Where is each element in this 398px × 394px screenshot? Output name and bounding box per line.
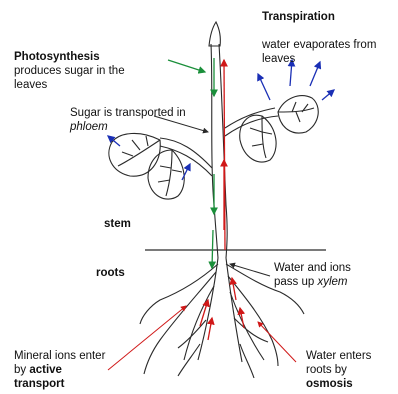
transpiration-title: Transpiration	[262, 11, 335, 25]
xylem-term: xylem	[317, 276, 347, 288]
xylem-desc-line1: Water and ions	[274, 262, 351, 276]
mineral-desc-prefix: by	[14, 364, 29, 376]
roots-label: roots	[96, 267, 125, 281]
terminal-bud	[209, 22, 220, 46]
xylem-desc-line2: pass up xylem	[274, 276, 348, 290]
mineral-transport-term: transport	[14, 378, 64, 392]
mineral-active-term: active	[29, 364, 62, 376]
phloem-desc-line2: phloem	[70, 121, 108, 135]
leaf-lower-left	[148, 150, 184, 199]
mineral-desc-line2: by active	[14, 364, 62, 378]
mineral-desc-line1: Mineral ions enter	[14, 350, 105, 364]
pointer-lines	[108, 116, 296, 370]
leaf-right-upper	[278, 96, 318, 133]
photosynthesis-title: Photosynthesis	[14, 51, 100, 65]
left-branch	[160, 138, 212, 168]
phloem-desc-line1: Sugar is transported in	[70, 107, 186, 121]
transpiration-desc-line2: leaves	[262, 53, 295, 67]
transpiration-desc-line1: water evaporates from	[262, 39, 376, 53]
photosynthesis-desc-line1: produces sugar in the	[14, 65, 125, 79]
stem-label: stem	[104, 218, 131, 232]
osmosis-desc-line2: roots by	[306, 364, 347, 378]
leaf-upper-left	[109, 133, 160, 176]
osmosis-term: osmosis	[306, 378, 353, 392]
leaf-right-lower	[240, 115, 276, 162]
photosynthesis-desc-line2: leaves	[14, 79, 47, 93]
osmosis-desc-line1: Water enters	[306, 350, 371, 364]
xylem-desc-prefix: pass up	[274, 276, 317, 288]
